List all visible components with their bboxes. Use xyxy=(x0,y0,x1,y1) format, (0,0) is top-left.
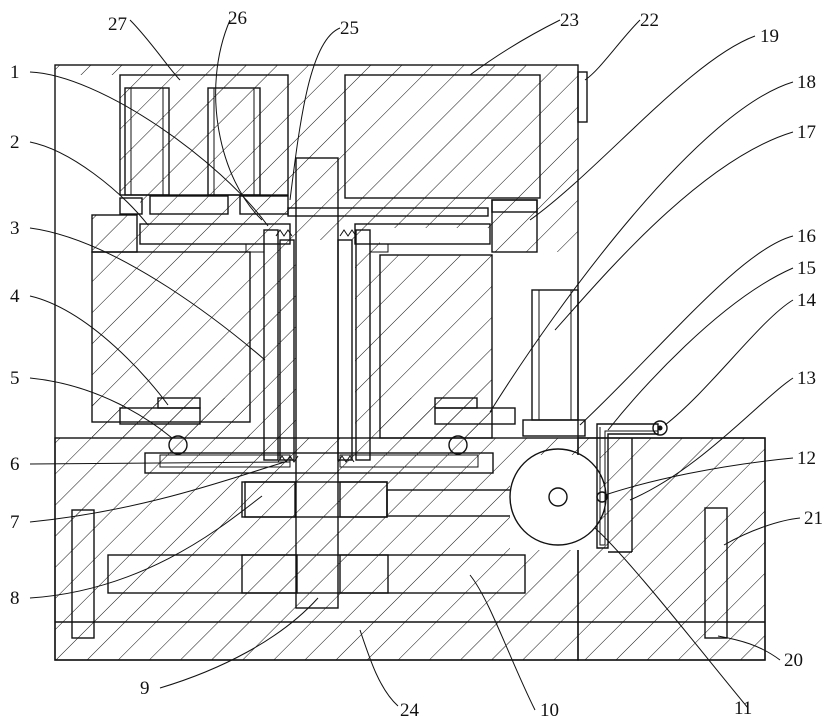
callout-7: 7 xyxy=(10,512,20,533)
callout-23: 23 xyxy=(560,10,579,31)
callout-13: 13 xyxy=(797,368,816,389)
callout-17: 17 xyxy=(797,122,816,143)
callout-25: 25 xyxy=(340,18,359,39)
callout-8: 8 xyxy=(10,588,20,609)
callout-16: 16 xyxy=(797,226,816,247)
callout-24: 24 xyxy=(400,700,420,721)
callout-26: 26 xyxy=(228,8,247,29)
callout-15: 15 xyxy=(797,258,816,279)
callout-11: 11 xyxy=(734,698,752,719)
callout-27: 27 xyxy=(108,14,127,35)
callout-1: 1 xyxy=(10,62,20,83)
callout-2: 2 xyxy=(10,132,20,153)
lower-base xyxy=(55,438,765,660)
callout-4: 4 xyxy=(10,286,20,307)
callout-10: 10 xyxy=(540,700,559,721)
callout-5: 5 xyxy=(10,368,20,389)
callout-21: 21 xyxy=(804,508,823,529)
callout-9: 9 xyxy=(140,678,150,699)
callout-18: 18 xyxy=(797,72,816,93)
callout-20: 20 xyxy=(784,650,803,671)
callout-6: 6 xyxy=(10,454,20,475)
callout-12: 12 xyxy=(797,448,816,469)
callout-22: 22 xyxy=(640,10,659,31)
callout-3: 3 xyxy=(10,218,20,239)
callout-19: 19 xyxy=(760,26,779,47)
callout-14: 14 xyxy=(797,290,817,311)
